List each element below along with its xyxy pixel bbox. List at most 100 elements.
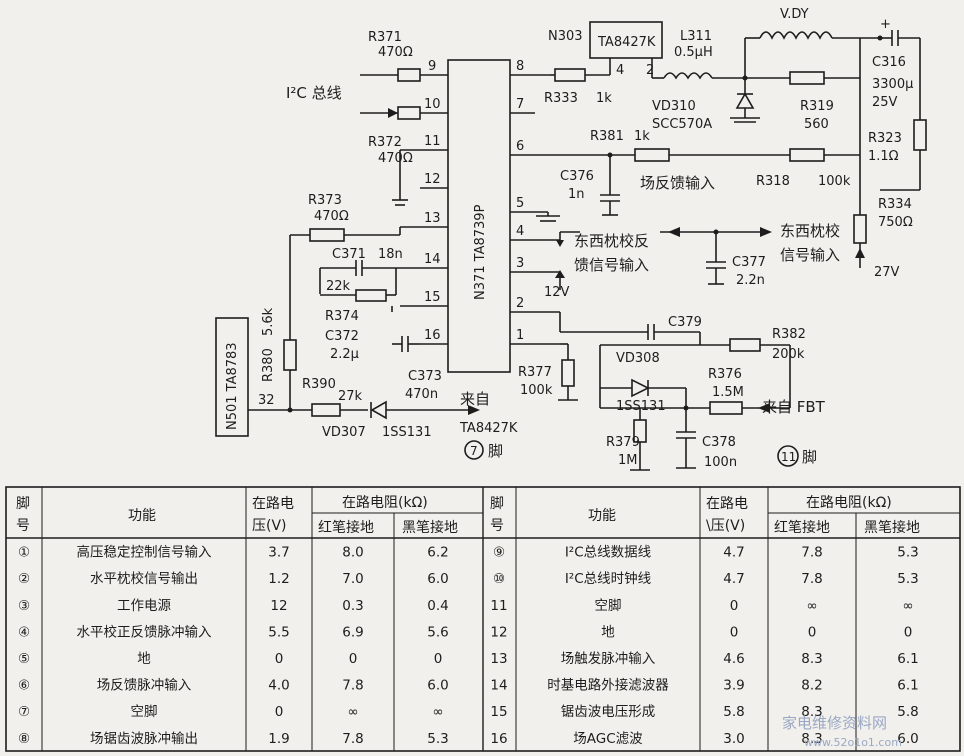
ew-feedback-text-1: 东西枕校反: [574, 232, 649, 250]
ew-out-text-2: 信号输入: [780, 246, 840, 264]
v12-label: 12V: [544, 285, 570, 300]
r376-label: R376: [708, 367, 742, 382]
diode-vd308: [631, 378, 650, 398]
table-cell-voltage: 3.0: [723, 731, 744, 747]
pin-label: 3: [516, 256, 524, 271]
table-cell-function: 地: [601, 624, 615, 640]
c372-label: C372: [325, 329, 359, 344]
resistor-r371: [397, 68, 421, 82]
arrow-up-icon: [555, 270, 565, 278]
r333-value: 1k: [596, 91, 612, 106]
l311-label: L311: [680, 29, 712, 44]
resistor-r380: [283, 339, 297, 371]
r382-label: R382: [772, 327, 806, 342]
r377-label: R377: [518, 365, 552, 380]
table-cell-voltage: 1.9: [268, 731, 289, 747]
table-cell-pin: ③: [18, 598, 30, 614]
r374-value: 22k: [326, 279, 351, 294]
table-cell-red: 8.2: [801, 678, 822, 694]
vd307-label: VD307: [322, 425, 366, 440]
from-ta-text: 来自: [460, 390, 490, 408]
inductor-l311: [663, 72, 713, 80]
hdr-pin2-r: 号: [490, 518, 504, 534]
table-cell-pin: 12: [490, 624, 507, 640]
table-cell-pin: ⑩: [493, 571, 505, 587]
table-cell-black: 5.3: [897, 545, 918, 561]
pin-circle: [464, 440, 484, 460]
from-fbt-text: 来自 FBT: [762, 398, 826, 416]
table-cell-voltage: 4.7: [723, 545, 744, 561]
resistor-r374: [355, 289, 387, 302]
resistor-r377: [561, 359, 575, 387]
pin-label: 13: [424, 211, 441, 226]
schematic: N371 TA8739P 9 10 11 12 13 14 15 16 8 7: [215, 7, 927, 471]
pin11-word: 脚: [802, 448, 817, 466]
resistor-r390: [311, 403, 341, 417]
table-cell-black: ∞: [902, 598, 913, 614]
hdr-func-r: 功能: [588, 508, 616, 524]
pin7-num: 7: [470, 444, 478, 458]
table-cell-pin: ⑥: [18, 678, 30, 694]
diode-vd310: [735, 92, 755, 109]
pin-label: 6: [516, 139, 524, 154]
resistor-r319: [789, 71, 825, 85]
r323-value: 1.1Ω: [868, 149, 899, 164]
pin-label: 10: [424, 97, 441, 112]
ic-left-pins: 9 10 11 12 13 14 15 16: [420, 59, 448, 345]
r382-value: 200k: [772, 347, 805, 362]
table-cell-voltage: 3.9: [723, 678, 744, 694]
table-cell-pin: ②: [18, 571, 30, 587]
r376-value: 1.5M: [712, 385, 744, 400]
table-cell-voltage: 0: [275, 704, 284, 720]
table-cell-voltage: 12: [270, 598, 287, 614]
vdy-label: V.DY: [780, 7, 809, 22]
table-cell-black: 5.3: [427, 731, 448, 747]
table-cell-black: 6.1: [897, 678, 918, 694]
table-cell-voltage: 4.7: [723, 571, 744, 587]
r379-value: 1M: [618, 453, 638, 468]
table-cell-red: 0: [349, 651, 358, 667]
table-cell-black: 0.4: [427, 598, 448, 614]
table-cell-black: 6.1: [897, 651, 918, 667]
c377-value: 2.2n: [736, 273, 765, 288]
c378-label: C378: [702, 435, 736, 450]
hdr-pin-r: 脚: [490, 496, 504, 512]
table-cell-black: 5.8: [897, 704, 918, 720]
vd310-value: SCC570A: [652, 117, 712, 132]
table-cell-function: 地: [137, 651, 151, 667]
inductor-vdy: [759, 31, 833, 40]
table-cell-red: 6.9: [342, 624, 363, 640]
c373-value: 470n: [405, 387, 438, 402]
table-cell-red: 8.3: [801, 704, 822, 720]
vd308-value: 1SS131: [616, 399, 666, 414]
table-cell-function: 空脚: [131, 704, 158, 720]
c372-value: 2.2μ: [330, 347, 359, 362]
r377-value: 100k: [520, 383, 553, 398]
r371-label: R371: [368, 30, 402, 45]
pin-label: 8: [516, 59, 524, 74]
pin-label: 2: [516, 296, 524, 311]
table-cell-pin: ⑦: [18, 704, 30, 720]
table-cell-pin: ⑧: [18, 731, 30, 747]
ic-ta8427k: [589, 21, 663, 59]
resistor-r382: [729, 338, 761, 352]
table-cell-red: 7.8: [342, 731, 363, 747]
table-cell-pin: 16: [490, 731, 507, 747]
table-cell-voltage: 5.8: [723, 704, 744, 720]
pin-label: 11: [424, 134, 441, 149]
r380-value: 5.6k: [261, 307, 276, 336]
table-cell-function: 时基电路外接滤波器: [547, 677, 669, 694]
pin7-word: 脚: [488, 442, 503, 460]
table-cell-red: 8.3: [801, 651, 822, 667]
table-cell-function: 场AGC滤波: [573, 731, 643, 747]
table-cell-function: 水平枕校信号输出: [90, 570, 198, 587]
table-cell-red: ∞: [806, 598, 817, 614]
arrow-icon: [388, 108, 398, 118]
c373-label: C373: [408, 369, 442, 384]
table-cell-voltage: 3.7: [268, 545, 289, 561]
ew-feedback-text-2: 馈信号输入: [574, 256, 649, 274]
table-cell-red: 7.8: [801, 571, 822, 587]
resistor-r323-body: [913, 119, 927, 151]
r333-label: R333: [544, 91, 578, 106]
ic-right-pins: 8 7 6 5 4 3 2 1: [510, 59, 560, 345]
